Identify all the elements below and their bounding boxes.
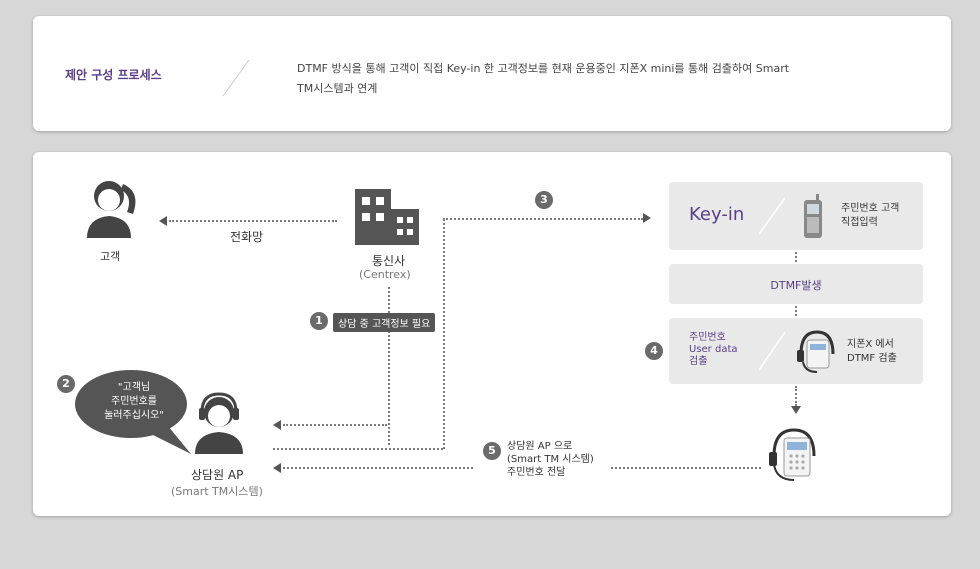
step-5-line1: 상담원 AP 으로 <box>507 441 573 452</box>
process-label: 제안 구성 프로세스 <box>65 68 162 82</box>
phone-network-line <box>169 220 337 222</box>
step-5-line2: (Smart TM 시스템) <box>507 454 594 465</box>
step-5-badge: 5 <box>483 442 501 460</box>
arrow-step-5 <box>273 463 281 473</box>
step-5-text: 상담원 AP 으로 (Smart TM 시스템) 주민번호 전달 <box>507 440 594 479</box>
building-icon <box>355 189 419 245</box>
diagram-panel: 고객 통신사 (Centrex) 전화망 1 상담 중 고객정보 필요 2 "고… <box>33 152 951 516</box>
carrier-to-agent-line <box>283 424 387 426</box>
detect-left-line2: User data <box>689 344 738 355</box>
arrow-to-customer <box>159 216 167 226</box>
customer-phone-icon <box>87 181 136 238</box>
keyin-vertical-line <box>443 219 445 449</box>
divider-slash <box>222 59 250 97</box>
ziphone-device-icon <box>769 428 816 481</box>
keyin-divider <box>758 197 786 235</box>
detect-right: 지폰X 에서 DTMF 검출 <box>847 338 897 366</box>
step-3-line <box>443 218 643 220</box>
detect-right-line1: 지폰X 에서 <box>847 339 894 350</box>
carrier-sub-label: (Centrex) <box>359 268 411 281</box>
step-1-badge: 1 <box>310 312 328 330</box>
detect-left-line3: 검출 <box>689 356 708 367</box>
keyin-desc: 주민번호 고객 직접입력 <box>841 202 899 230</box>
phone-network-label: 전화망 <box>230 230 264 244</box>
step-4-badge: 4 <box>645 342 663 360</box>
step-3-badge: 3 <box>535 191 553 209</box>
keyin-desc-line1: 주민번호 고객 <box>841 203 900 214</box>
step-5-line3: 주민번호 전달 <box>507 467 566 478</box>
detect-divider <box>758 331 786 371</box>
process-description-line1: DTMF 방식을 통해 고객이 직접 Key-in 한 고객정보를 현재 운용중… <box>297 62 790 75</box>
ziphone-headset-icon <box>797 330 835 373</box>
agent-to-keyin-line <box>273 448 443 450</box>
detect-left-line1: 주민번호 <box>689 332 726 343</box>
dtmf-label: DTMF발생 <box>770 279 822 292</box>
dtmf-detect-connector <box>795 306 797 316</box>
customer-label: 고객 <box>100 250 121 263</box>
detect-right-line2: DTMF 검출 <box>847 353 897 364</box>
dtmf-box: DTMF발생 <box>669 264 923 304</box>
step-2-line1: "고객님 <box>117 382 151 393</box>
mobile-phone-icon <box>804 194 822 238</box>
keyin-box: Key-in 주민번호 고객 직접입력 <box>669 182 923 250</box>
agent-headset-icon <box>195 392 243 454</box>
step-1-label: 상담 중 고객정보 필요 <box>333 313 436 332</box>
speech-bubble <box>75 370 191 454</box>
step-2-badge: 2 <box>57 375 75 393</box>
step-2-text: "고객님 주민번호를 눌러주십시오" <box>89 381 179 423</box>
keyin-desc-line2: 직접입력 <box>841 217 878 228</box>
step-2-line2: 주민번호를 <box>111 396 157 407</box>
arrow-to-keyin <box>643 213 651 223</box>
keyin-dtmf-connector <box>795 252 797 262</box>
detect-box: 주민번호 User data 검출 지폰X 에서 DTMF 검출 <box>669 318 923 384</box>
agent-label: 상담원 AP <box>191 468 244 482</box>
agent-sub-label: (Smart TM시스템) <box>171 485 263 498</box>
carrier-agent-line <box>388 287 390 445</box>
step-2-line3: 눌러주십시오" <box>104 410 164 421</box>
keyin-title: Key-in <box>689 204 745 225</box>
carrier-label: 통신사 <box>372 254 406 268</box>
process-description-line2: TM시스템과 연계 <box>297 82 378 95</box>
detect-down-line <box>795 386 797 406</box>
arrow-down-to-device <box>791 406 801 414</box>
step-5-line-right <box>611 467 761 469</box>
detect-left: 주민번호 User data 검출 <box>689 332 738 368</box>
arrow-to-agent-top <box>273 420 281 430</box>
summary-panel: 제안 구성 프로세스 DTMF 방식을 통해 고객이 직접 Key-in 한 고… <box>33 16 951 131</box>
step-5-line-left <box>283 467 473 469</box>
